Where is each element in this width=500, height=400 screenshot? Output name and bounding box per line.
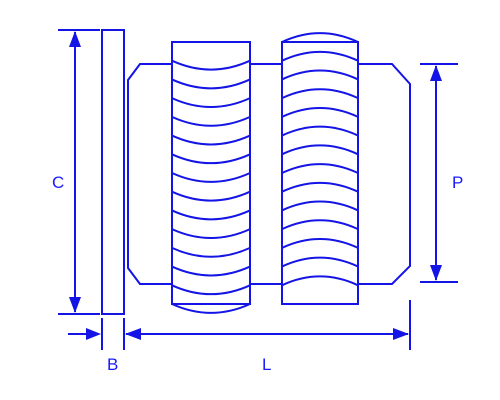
knurl-band-left bbox=[171, 41, 251, 314]
dimension-c-label: C bbox=[52, 173, 64, 192]
knurl-arc bbox=[171, 246, 251, 258]
dimension-c-arrow-bottom bbox=[69, 297, 81, 313]
dimension-p: P bbox=[420, 63, 463, 283]
knurl-arc bbox=[281, 88, 359, 100]
knurl-arc bbox=[281, 32, 359, 43]
knurl-arc bbox=[281, 237, 359, 249]
knurl-arc bbox=[171, 115, 251, 127]
knurl-arc bbox=[171, 134, 251, 146]
knurl-arc bbox=[171, 190, 251, 202]
knurl-arc bbox=[281, 144, 359, 156]
knurl-arc bbox=[281, 256, 359, 268]
dimension-l-arrow-right bbox=[393, 328, 409, 340]
knurl-arc bbox=[171, 59, 251, 71]
knurl-arc bbox=[171, 265, 251, 277]
insert-body-outline bbox=[127, 63, 411, 285]
knurl-arc bbox=[281, 275, 359, 287]
knurl-left-arcs bbox=[171, 59, 251, 314]
knurl-arc bbox=[171, 209, 251, 221]
knurl-arc bbox=[171, 78, 251, 90]
knurl-arc bbox=[281, 181, 359, 193]
knurl-right-arcs bbox=[281, 32, 359, 287]
dimension-p-label: P bbox=[452, 173, 463, 192]
knurl-band-left-outline bbox=[171, 41, 251, 305]
dimension-l: L bbox=[125, 300, 411, 374]
knurl-arc bbox=[281, 125, 359, 137]
knurl-arc bbox=[171, 153, 251, 165]
knurl-arc bbox=[171, 284, 251, 296]
knurl-arc bbox=[171, 97, 251, 109]
knurl-band-right bbox=[281, 32, 359, 305]
dimension-b: B bbox=[68, 318, 125, 374]
knurl-arc bbox=[171, 172, 251, 183]
knurl-arc bbox=[171, 303, 251, 314]
dimension-b-label: B bbox=[107, 355, 118, 374]
dimension-p-arrow-bottom bbox=[430, 265, 442, 281]
knurl-arc bbox=[281, 163, 359, 174]
knurl-arc bbox=[171, 228, 251, 240]
knurl-band-right-outline bbox=[281, 41, 359, 305]
dimension-b-arrow-head bbox=[86, 328, 101, 340]
knurl-arc bbox=[281, 50, 359, 62]
dimension-l-arrow-left bbox=[125, 328, 141, 340]
knurl-arc bbox=[281, 219, 359, 231]
flange bbox=[101, 29, 125, 315]
dimension-l-label: L bbox=[262, 355, 271, 374]
knurl-arc bbox=[281, 106, 359, 118]
knurl-arc bbox=[281, 69, 359, 81]
dimension-p-arrow-top bbox=[430, 65, 442, 81]
dimension-c: C bbox=[52, 29, 100, 315]
dimension-c-arrow-top bbox=[69, 31, 81, 47]
knurl-arc bbox=[281, 200, 359, 212]
